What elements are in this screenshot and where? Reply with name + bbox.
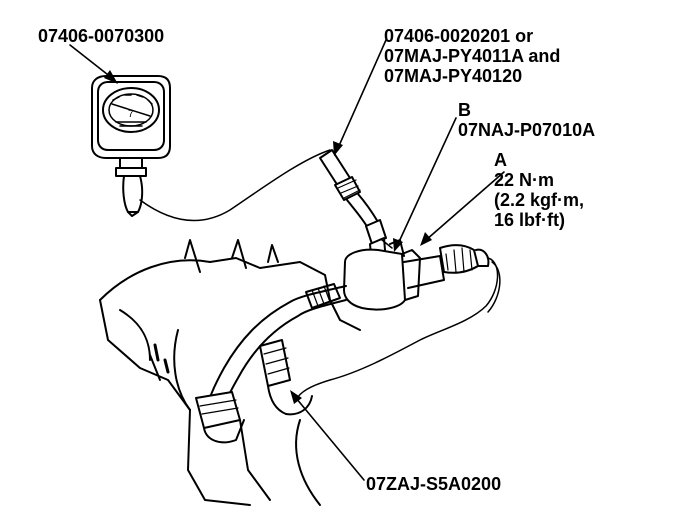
torque-spec-kgfm: (2.2 kgf·m, (494, 190, 585, 210)
callout-b-letter: B (458, 100, 471, 120)
leader-b (397, 117, 457, 245)
arrowhead-b (393, 238, 403, 252)
hose-option-line-1: 07406-0020201 or (384, 26, 534, 46)
leader-hose-option (337, 39, 387, 149)
callout-b-part-number: 07NAJ-P07010A (458, 120, 596, 140)
leader-a (425, 171, 505, 241)
hose-fitting (319, 149, 387, 267)
torque-spec-lbfft: 16 lbf·ft) (494, 210, 565, 230)
hose-option-line-2: 07MAJ-PY4011A and (384, 46, 561, 66)
hose-option-line-3: 07MAJ-PY40120 (384, 66, 523, 86)
callout-a-letter: A (494, 150, 507, 170)
arrowhead-gauge (104, 70, 118, 84)
leader-adapter (295, 397, 365, 481)
gauge-hose (139, 149, 331, 222)
leader-lines (69, 39, 505, 481)
return-hose (295, 257, 499, 401)
gauge-dial-mark: 7 (128, 109, 134, 120)
engine-block (99, 239, 361, 506)
torque-spec-nm: 22 N·m (494, 170, 555, 190)
leader-gauge (69, 44, 113, 79)
arrowhead-hose-option (333, 141, 343, 156)
arrowhead-a (420, 232, 432, 246)
arrowhead-adapter (290, 390, 302, 404)
engine-fitting (195, 339, 313, 444)
pressure-gauge (91, 75, 171, 217)
adapter-assembly (343, 239, 490, 311)
adapter-part-number: 07ZAJ-S5A0200 (366, 474, 502, 494)
gauge-part-number: 07406-0070300 (38, 26, 165, 46)
